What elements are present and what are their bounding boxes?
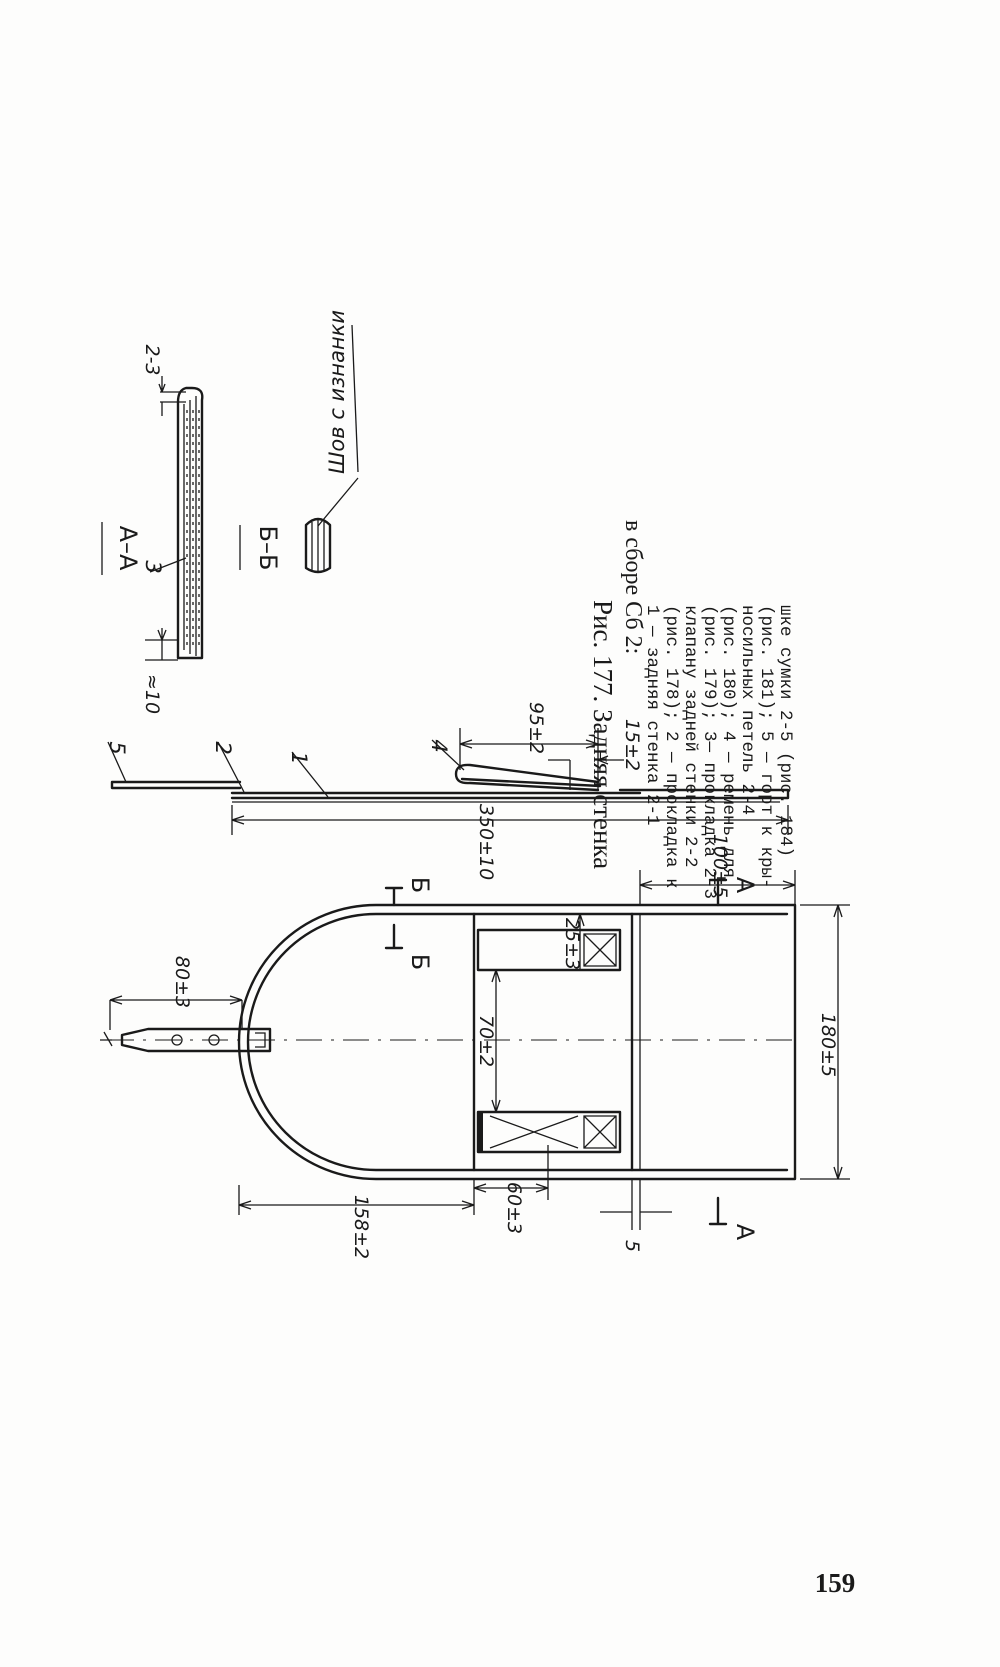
section-a-a: А–А 3 ≈10 2-3: [101, 344, 204, 714]
cut-b-top-label: Б: [406, 877, 434, 893]
dim-158-line: [238, 1180, 475, 1215]
page-number: 159: [815, 1568, 856, 1598]
dim-2-3-line: [158, 376, 186, 416]
loop-strap-right-cross: [583, 933, 617, 967]
cut-b-mid-mark: [384, 923, 404, 950]
flap-strap: [120, 1027, 272, 1053]
section-a-a-stitches: [186, 410, 200, 650]
dim-70: 70±2: [475, 1015, 497, 1067]
caption-line: (рис. 180); 4 — ремень для: [718, 605, 738, 878]
cut-b-top-mark: [384, 886, 404, 907]
caption-subtitle: в сборе Сб 2:: [620, 520, 646, 654]
dim-25: 25±3: [561, 918, 583, 970]
dim-15: 15±2: [621, 719, 643, 771]
strap-tip-mark: [100, 1031, 113, 1047]
dim-60: 60±3: [503, 1182, 525, 1234]
cut-a-top-label: А: [731, 877, 759, 894]
section-a-a-label: А–А: [114, 526, 142, 571]
cut-a-top-mark: [708, 878, 728, 907]
part-4-loop: [454, 763, 602, 792]
caption-line: (рис. 179); 3— прокладка 2-3: [699, 605, 719, 899]
wall-inner-outline: [246, 912, 789, 1172]
caption-line: (рис. 181); 5 — горт к кры-: [756, 605, 776, 889]
figure-caption: Рис. 177. Задняя стенка в сборе Сб 2: 1 …: [588, 520, 795, 899]
side-view: 5 2 1 4 350±10 95±2 15±2: [105, 702, 790, 880]
seam-note: Шов с изнанки: [325, 310, 349, 474]
cut-a-bottom-label: А: [731, 1224, 759, 1241]
dim-5-line: [600, 1180, 672, 1230]
section-b-b-hatch: [311, 518, 325, 572]
caption-line: носильных петель 2-4: [737, 605, 757, 815]
part-1-wall: [230, 788, 790, 800]
dim-80-line: [109, 995, 243, 1030]
section-b-b-label: Б–Б: [254, 526, 282, 571]
caption-title: Рис. 177. Задняя стенка: [588, 600, 618, 869]
dim-5: 5: [621, 1240, 643, 1252]
dim-350-line: [231, 805, 789, 835]
plan-view: 158±2 80±3 70±2 25±3 60±3 5 100±5 180±5 …: [100, 834, 850, 1259]
part-5-strip: [110, 780, 242, 790]
seam-note-underline: [351, 324, 359, 473]
loop-strap-left: [476, 1110, 622, 1154]
dim-100: 100±5: [709, 834, 731, 898]
dim-158: 158±2: [350, 1195, 372, 1259]
section-a-a-body: [176, 386, 204, 660]
rivet-2: [208, 1034, 220, 1046]
dim-95-line: [459, 728, 599, 790]
side-leader-4: [431, 739, 465, 771]
dim-15-line: [548, 755, 624, 790]
dim-25-line: [575, 913, 585, 970]
cut-a-bottom-mark: [708, 1196, 728, 1226]
cut-b-mid-label: Б: [406, 954, 434, 970]
side-leader-5: [107, 741, 127, 783]
callout-4: 4: [427, 739, 451, 752]
section-b-b-body: [304, 517, 332, 574]
section-a-a-leader-3: [149, 557, 187, 573]
callout-2: 2: [211, 741, 235, 754]
caption-line: шке сумки 2-5 (рис. 184): [775, 605, 795, 857]
caption-line: (рис. 178); 2 — прокладка к: [661, 605, 681, 889]
loop-strap-left-cross: [489, 1115, 617, 1149]
section-a-a-hatch: [183, 396, 197, 656]
dim-2-3: 2-3: [141, 344, 163, 375]
dim-180: 180±5: [817, 1013, 839, 1077]
strap-stitch-dark: [478, 1112, 483, 1152]
dim-10: ≈10: [141, 674, 163, 714]
dim-350: 350±10: [475, 804, 497, 880]
loop-strap-right: [476, 928, 622, 972]
side-leader-1: [291, 751, 329, 798]
seam-leader: [317, 477, 359, 527]
caption-line: клапану задней стенки 2-2: [680, 605, 700, 868]
dim-10-line: [145, 628, 178, 661]
wall-outline: [237, 903, 797, 1181]
dim-180-line: [800, 904, 850, 1180]
side-leader-2: [217, 741, 245, 793]
dim-70-line: [491, 969, 501, 1113]
section-b-b: Б–Б Шов с изнанки: [239, 310, 359, 574]
dim-80: 80±3: [171, 956, 193, 1008]
callout-5: 5: [105, 741, 129, 754]
dim-95: 95±2: [525, 702, 547, 754]
callout-3: 3: [141, 560, 165, 573]
flap-strap-inner: [255, 1032, 266, 1048]
caption-line: 1 — задняя стенка 2-1: [642, 605, 662, 826]
dim-60-line: [473, 1145, 549, 1200]
callout-1: 1: [287, 751, 311, 764]
rivet-1: [171, 1034, 183, 1046]
